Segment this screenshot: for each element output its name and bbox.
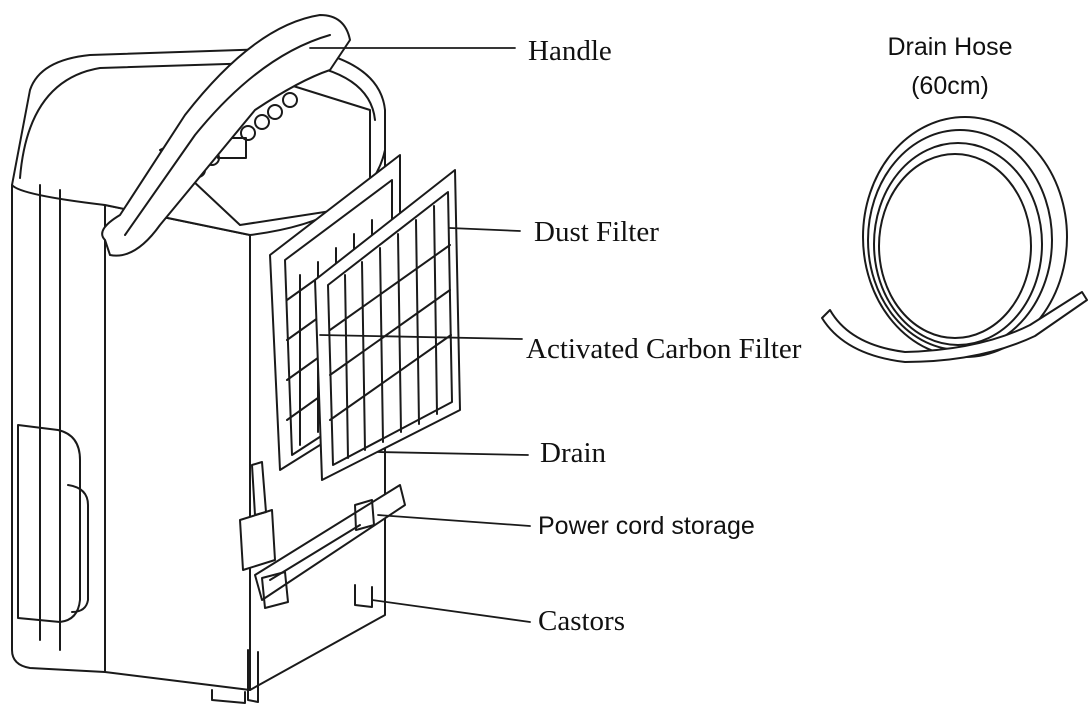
label-handle: Handle — [528, 35, 612, 67]
hose-length: (60cm) — [911, 72, 989, 100]
label-activated-carbon-filter: Activated Carbon Filter — [526, 333, 802, 365]
label-castors: Castors — [538, 605, 625, 637]
label-power-cord-storage: Power cord storage — [538, 512, 755, 540]
dust-filter-part — [314, 169, 461, 481]
drain-hose-coil — [821, 116, 1088, 363]
handle-part — [101, 14, 351, 257]
leader-lines — [309, 47, 531, 623]
hose-title: Drain Hose — [887, 33, 1013, 61]
label-drain: Drain — [540, 437, 607, 469]
label-dust-filter: Dust Filter — [534, 216, 659, 248]
cord-storage-part — [239, 461, 406, 609]
